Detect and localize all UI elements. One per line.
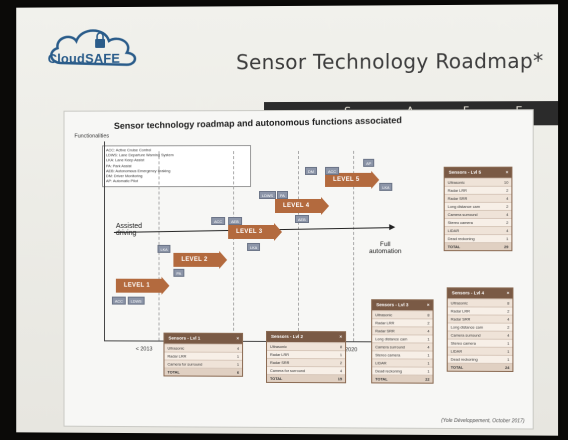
function-tag: AP	[363, 158, 375, 167]
function-tag: PA	[173, 268, 185, 277]
legend-item: AP: Automatic Pilot	[105, 179, 138, 184]
function-tag: ACC	[211, 217, 226, 225]
slide-title: Sensor Technology Roadmap*	[236, 48, 544, 75]
level-3-arrow: LEVEL 3	[228, 224, 275, 239]
y-axis	[104, 141, 106, 341]
level-1-arrow: LEVEL 1	[115, 278, 162, 293]
function-tag: AEB	[294, 214, 309, 224]
table-header: Sensors - Lvl 1×	[164, 333, 243, 344]
function-legend: ACC: Active Cruise Control LDWS: Lane De…	[102, 145, 252, 188]
function-tag: ACC	[111, 296, 126, 305]
function-tag: LKA	[157, 244, 171, 253]
year-gridline	[298, 150, 300, 342]
table-header: Sensors - Lvl 2×	[267, 331, 346, 343]
table-header: Sensors - Lvl 4×	[447, 288, 513, 299]
functionalities-label: Functionalities	[74, 133, 110, 140]
year-label: < 2013	[135, 346, 153, 353]
function-tag: LDWS	[127, 296, 145, 305]
table-header: Sensors - Lvl 5×	[444, 167, 512, 178]
level-2-arrow: LEVEL 2	[173, 252, 220, 267]
year-label: 2020	[345, 347, 358, 354]
function-tag: PA	[277, 190, 288, 200]
function-tag: ACC	[325, 166, 340, 175]
function-tag: LKA	[379, 182, 393, 191]
function-tag: AEB	[228, 217, 242, 225]
function-tag: LDWS	[259, 191, 276, 200]
projected-slide: CloudSAFE Sensor Technology Roadmap* S A…	[16, 4, 559, 436]
cloud-lock-logo-icon	[50, 29, 137, 67]
year-gridline	[233, 151, 235, 341]
function-tag: DM	[305, 166, 317, 175]
source-credit: (Yole Développement, October 2017)	[441, 417, 525, 425]
roadmap-figure: Sensor technology roadmap and autonomous…	[63, 109, 534, 430]
level-4-arrow: LEVEL 4	[275, 198, 322, 214]
x-axis	[104, 340, 404, 343]
full-automation-label: Full automation	[369, 241, 402, 256]
assisted-driving-label: Assisted driving	[115, 222, 143, 237]
figure-title: Sensor technology roadmap and autonomous…	[113, 115, 402, 131]
table-header: Sensors - Lvl 3×	[372, 300, 433, 311]
logo-wordmark: CloudSAFE	[47, 50, 121, 67]
function-tag: LKA	[247, 242, 261, 251]
